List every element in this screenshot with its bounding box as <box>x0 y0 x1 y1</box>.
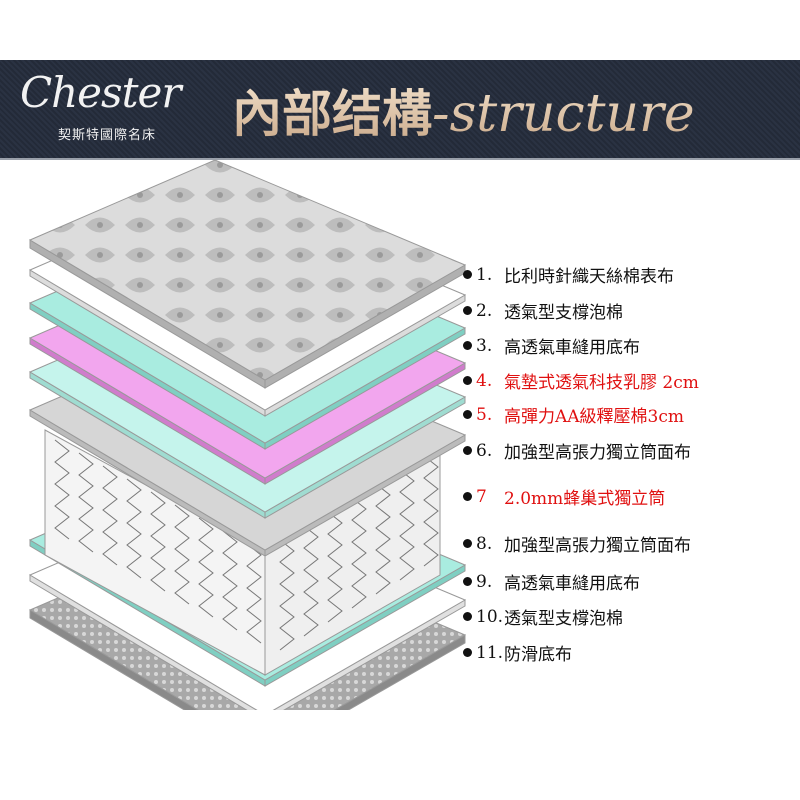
title-en: -structure <box>432 84 695 144</box>
layer-label: 3. 高透氣車縫用底布 <box>463 333 640 358</box>
bullet-dot-icon <box>463 341 472 350</box>
layer-text: 加強型高張力獨立筒面布 <box>504 443 691 463</box>
spring-coil <box>198 517 214 618</box>
layer-number: 6. <box>476 440 493 461</box>
layer-number: 2. <box>476 300 493 321</box>
layer-text: 高透氣車縫用底布 <box>504 574 640 594</box>
brand-logo: Chester 契斯特國際名床 <box>20 68 181 148</box>
spring-coil <box>174 504 190 605</box>
bullet-dot-icon <box>463 612 472 621</box>
bullet-dot-icon <box>463 539 472 548</box>
spring-coil <box>375 483 391 595</box>
bullet-dot-icon <box>463 577 472 586</box>
bullet-dot-icon <box>463 492 472 501</box>
spring-coil <box>351 497 367 609</box>
bullet-dot-icon <box>463 306 472 315</box>
layer-label: 9. 高透氣車縫用底布 <box>463 569 640 594</box>
bullet-dot-icon <box>463 270 472 279</box>
spring-coil <box>279 539 295 651</box>
spring-coil <box>303 525 319 637</box>
title-cn: 內部结構 <box>232 84 432 143</box>
layer-number: 4. <box>476 370 493 391</box>
spring-coil <box>327 511 343 623</box>
spring-coil <box>150 491 166 592</box>
spring-coil <box>102 465 118 566</box>
layer-text: 氣墊式透氣科技乳膠 2cm <box>504 373 699 393</box>
bullet-dot-icon <box>463 410 472 419</box>
layer-number: 8. <box>476 533 493 554</box>
layer-label: 11.防滑底布 <box>463 640 572 665</box>
layer-text: 透氣型支橕泡棉 <box>504 609 623 629</box>
layer-text: 高彈力AA級釋壓棉3cm <box>504 407 685 427</box>
layer-text: 加強型高張力獨立筒面布 <box>504 536 691 556</box>
layer-label: 10.透氣型支橕泡棉 <box>463 604 623 629</box>
bullet-dot-icon <box>463 648 472 657</box>
header-banner: Chester 契斯特國際名床 內部结構-structure <box>0 60 800 160</box>
layer-label: 6. 加強型高張力獨立筒面布 <box>463 438 691 463</box>
bullet-dot-icon <box>463 446 472 455</box>
layer-quilted-top-fabric <box>28 159 467 381</box>
logo-script: Chester <box>20 68 181 117</box>
spring-coil <box>222 530 238 631</box>
layer-label: 4. 氣墊式透氣科技乳膠 2cm <box>463 368 699 393</box>
spring-coil <box>54 439 70 540</box>
layer-text: 2.0mm蜂巢式獨立筒 <box>504 489 666 509</box>
spring-coil <box>78 452 94 553</box>
layer-number: 5. <box>476 404 493 425</box>
layer-label: 2. 透氣型支橕泡棉 <box>463 298 623 323</box>
spring-coil <box>246 543 262 644</box>
layer-text: 比利時針織天絲棉表布 <box>504 267 674 287</box>
layer-label: 5. 高彈力AA級釋壓棉3cm <box>463 402 684 427</box>
layer-number: 3. <box>476 335 493 356</box>
spring-coil <box>126 478 142 579</box>
layer-number: 11. <box>476 642 504 663</box>
mattress-layers-diagram <box>28 159 467 710</box>
layer-text: 防滑底布 <box>504 645 572 665</box>
layer-label: 7 2.0mm蜂巢式獨立筒 <box>463 484 665 509</box>
spring-coil <box>423 455 439 567</box>
bullet-dot-icon <box>463 376 472 385</box>
layer-number: 1. <box>476 264 493 285</box>
layer-text: 透氣型支橕泡棉 <box>504 303 623 323</box>
layer-number: 10. <box>476 606 504 627</box>
logo-subtitle: 契斯特國際名床 <box>58 128 157 143</box>
layer-text: 高透氣車縫用底布 <box>504 338 640 358</box>
layer-label: 8. 加強型高張力獨立筒面布 <box>463 531 691 556</box>
layer-label: 1. 比利時針織天絲棉表布 <box>463 262 674 287</box>
layer-number: 9. <box>476 571 493 592</box>
layer-number: 7 <box>476 486 487 507</box>
spring-coil <box>399 469 415 581</box>
page-title: 內部结構-structure <box>232 74 695 146</box>
